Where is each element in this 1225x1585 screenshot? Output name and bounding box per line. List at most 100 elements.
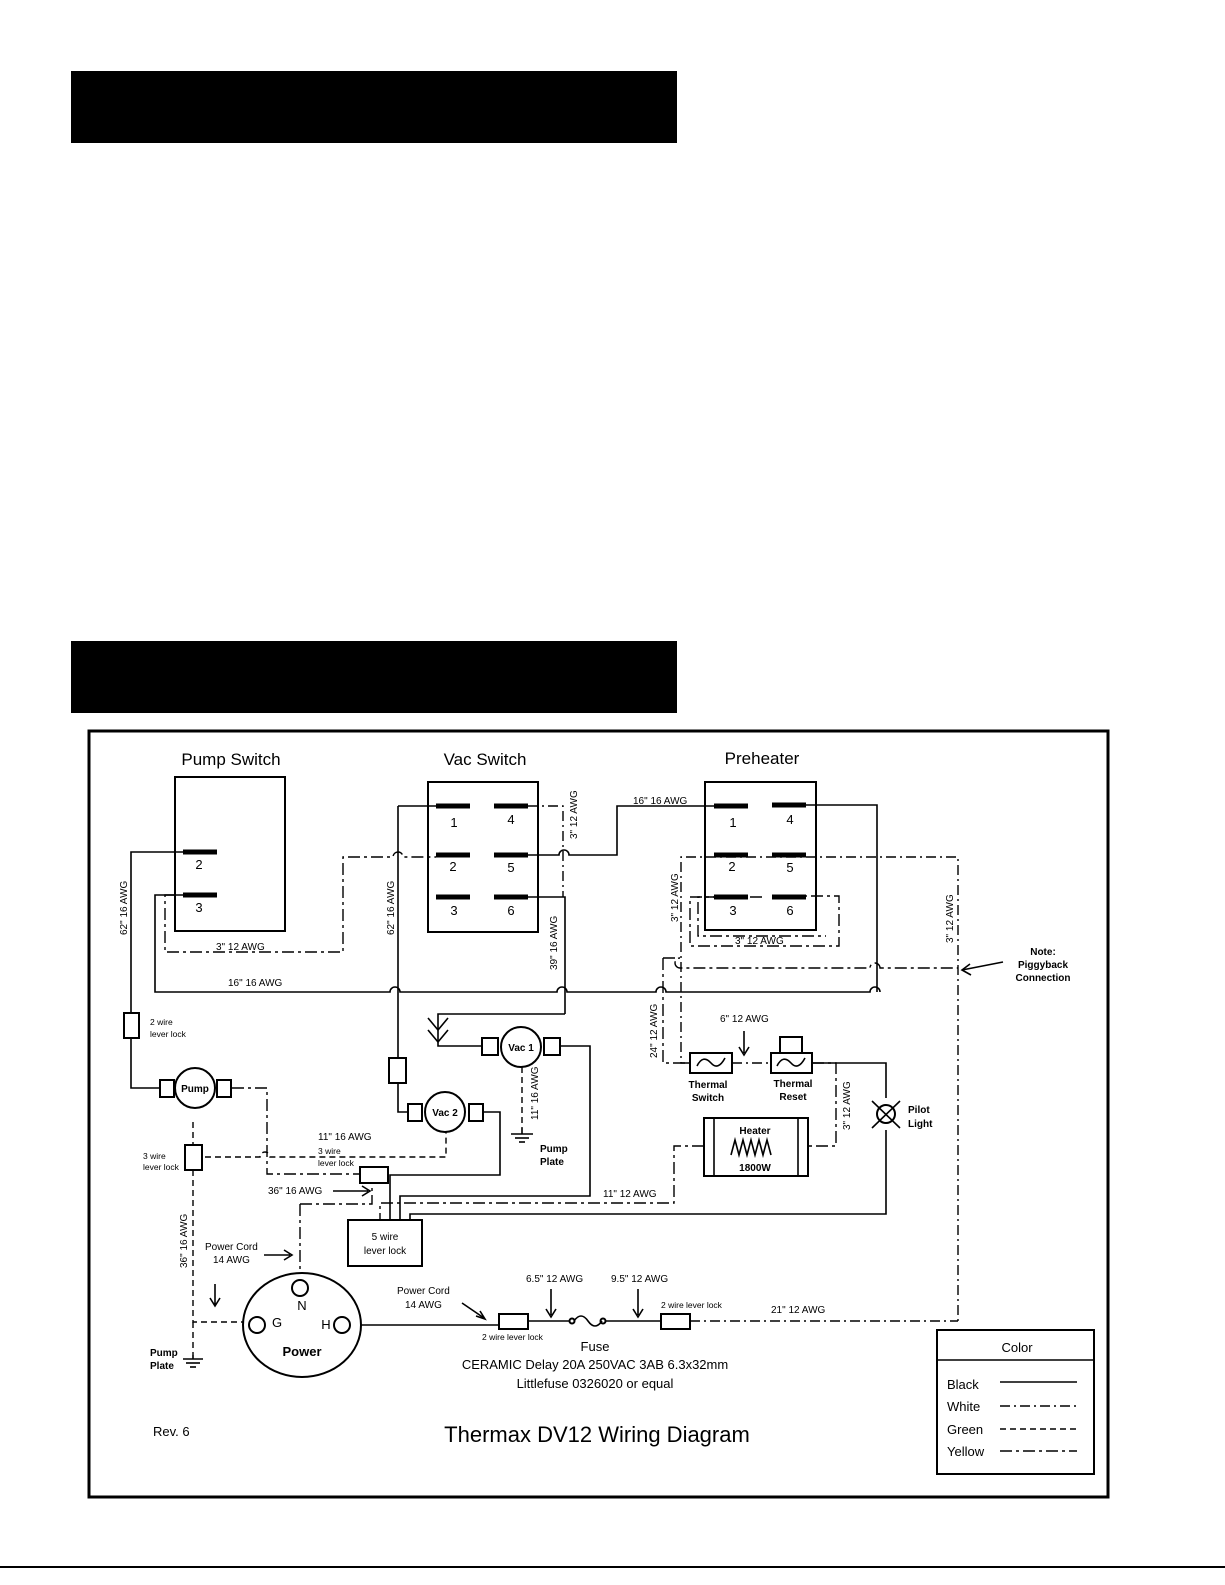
legend-item-white: White: [947, 1399, 980, 1414]
black-wires: [130, 804, 887, 1326]
power-label: Power: [282, 1344, 321, 1359]
arrow-icon: [545, 1289, 557, 1319]
pump-plate-bottom-label: Pump: [150, 1348, 178, 1359]
power-plug: [242, 1272, 362, 1378]
power-plug-neutral: [291, 1279, 309, 1297]
wire-label: 3" 12 AWG: [735, 936, 784, 947]
lever-lock-3wire-left: [184, 1144, 203, 1171]
thermal-reset-button: [779, 1036, 803, 1055]
header-bar-top: [71, 71, 677, 143]
heater-watts: 1800W: [739, 1163, 771, 1174]
wire-label: 62" 16 AWG: [386, 880, 397, 935]
power-g: G: [272, 1315, 282, 1330]
wire-label: 14 AWG: [405, 1300, 442, 1311]
heater-coil-icon: [730, 1136, 772, 1159]
diagram-title: Thermax DV12 Wiring Diagram: [444, 1422, 750, 1447]
preheater-terminal-4: 4: [786, 812, 793, 827]
power-plug-hot: [333, 1316, 351, 1334]
pump-motor: [174, 1067, 216, 1109]
pump-connector: [159, 1079, 175, 1098]
pilot-light-label: Pilot: [908, 1105, 930, 1116]
thermal-switch-icon: [696, 1057, 726, 1067]
arrow-icon: [632, 1289, 644, 1319]
preheater-terminal-2: 2: [728, 859, 735, 874]
preheater-terminal-1: 1: [729, 815, 736, 830]
bottom-rule: [0, 1566, 1225, 1568]
pump-switch-label: Pump Switch: [181, 750, 280, 769]
lever-lock-5wire-label: 5 wire: [372, 1232, 399, 1243]
wire-label: 3" 12 AWG: [670, 873, 681, 922]
thermal-reset-label: Reset: [779, 1092, 807, 1103]
wire-label: 3" 12 AWG: [569, 790, 580, 839]
green-wires: [192, 1067, 523, 1355]
vac1-connector: [481, 1037, 499, 1056]
fuse-icon: [568, 1315, 607, 1327]
vac-switch-label: Vac Switch: [444, 750, 527, 769]
vac-terminal-4: 4: [507, 812, 514, 827]
heater-label: Heater: [739, 1126, 770, 1137]
lever-lock-5wire: [347, 1219, 423, 1267]
vac2-connector: [407, 1103, 423, 1122]
thermal-switch-label: Thermal: [689, 1080, 728, 1091]
vac-terminal-1: 1: [450, 815, 457, 830]
lever-lock-vac2: [388, 1057, 407, 1084]
pump-label: Pump: [181, 1084, 209, 1095]
wire-label: 36" 16 AWG: [268, 1186, 323, 1197]
legend-item-yellow: Yellow: [947, 1444, 985, 1459]
wire-label: 6" 12 AWG: [720, 1014, 769, 1025]
wire-label: 3" 12 AWG: [842, 1081, 853, 1130]
wire-label: 3" 12 AWG: [945, 894, 956, 943]
wire-label: 24" 12 AWG: [649, 1003, 660, 1058]
wire-label: 21" 12 AWG: [771, 1305, 826, 1316]
lever-lock-2wire-left: [123, 1012, 140, 1039]
pump-connector: [216, 1079, 232, 1098]
wire-label: 6.5" 12 AWG: [526, 1274, 583, 1285]
yellow-wires: [164, 851, 958, 1270]
pump-plate-label: Plate: [540, 1157, 564, 1168]
wire-label: 36" 16 AWG: [179, 1213, 190, 1268]
arrow-icon: [738, 1031, 750, 1057]
lever-lock-2wire-left-label: 2 wire: [150, 1017, 173, 1027]
thermal-reset-icon: [776, 1057, 806, 1067]
lever-lock-2wire-fuse-left-label: 2 wire lever lock: [482, 1332, 544, 1342]
pump-plate-bottom-label: Plate: [150, 1361, 174, 1372]
revision-label: Rev. 6: [153, 1424, 190, 1439]
vac2-motor: [424, 1091, 466, 1133]
ground-icon: [511, 1128, 533, 1143]
wire-label: 16" 16 AWG: [228, 978, 283, 989]
lever-lock-3wire-mid-label: 3 wire: [318, 1146, 341, 1156]
lever-lock-3wire-mid-label: lever lock: [318, 1158, 355, 1168]
fuse-label: Fuse: [581, 1339, 610, 1354]
vac1-label: Vac 1: [508, 1043, 534, 1054]
note-arrow-icon: [960, 963, 972, 976]
lever-lock-3wire-mid: [359, 1166, 389, 1184]
lever-lock-5wire-label: lever lock: [364, 1246, 407, 1257]
wire-label: 3" 12 AWG: [216, 942, 265, 953]
lever-lock-3wire-left-label: 3 wire: [143, 1151, 166, 1161]
ground-icon: [183, 1355, 203, 1368]
lever-lock-2wire-left-label: lever lock: [150, 1029, 187, 1039]
vac-terminal-2: 2: [449, 859, 456, 874]
wire-label: Power Cord: [397, 1286, 450, 1297]
wire-label: 11" 16 AWG: [318, 1132, 372, 1143]
legend-item-green: Green: [947, 1422, 983, 1437]
wire-label: 62" 16 AWG: [119, 880, 130, 935]
pump-plate-label: Pump: [540, 1144, 568, 1155]
diagram-frame: [87, 729, 1110, 1499]
vac2-label: Vac 2: [432, 1108, 458, 1119]
fuse-spec: CERAMIC Delay 20A 250VAC 3AB 6.3x32mm: [462, 1357, 728, 1372]
header-bar-diagram: [71, 641, 677, 713]
wire-label: 16" 16 AWG: [633, 796, 688, 807]
pilot-light-icon: [871, 1100, 901, 1129]
wire-label: 11" 12 AWG: [603, 1189, 657, 1200]
arrow-icon: [209, 1284, 221, 1308]
fuse-part: Littlefuse 0326020 or equal: [517, 1376, 674, 1391]
preheater-label: Preheater: [725, 749, 800, 768]
arrow-icon: [461, 1302, 487, 1321]
legend-item-black: Black: [947, 1377, 979, 1392]
vac-terminal-6: 6: [507, 903, 514, 918]
pump-switch-terminal-3: 3: [195, 900, 202, 915]
vac2-connector: [468, 1103, 484, 1122]
wire-label: 11" 16 AWG: [530, 1066, 541, 1120]
